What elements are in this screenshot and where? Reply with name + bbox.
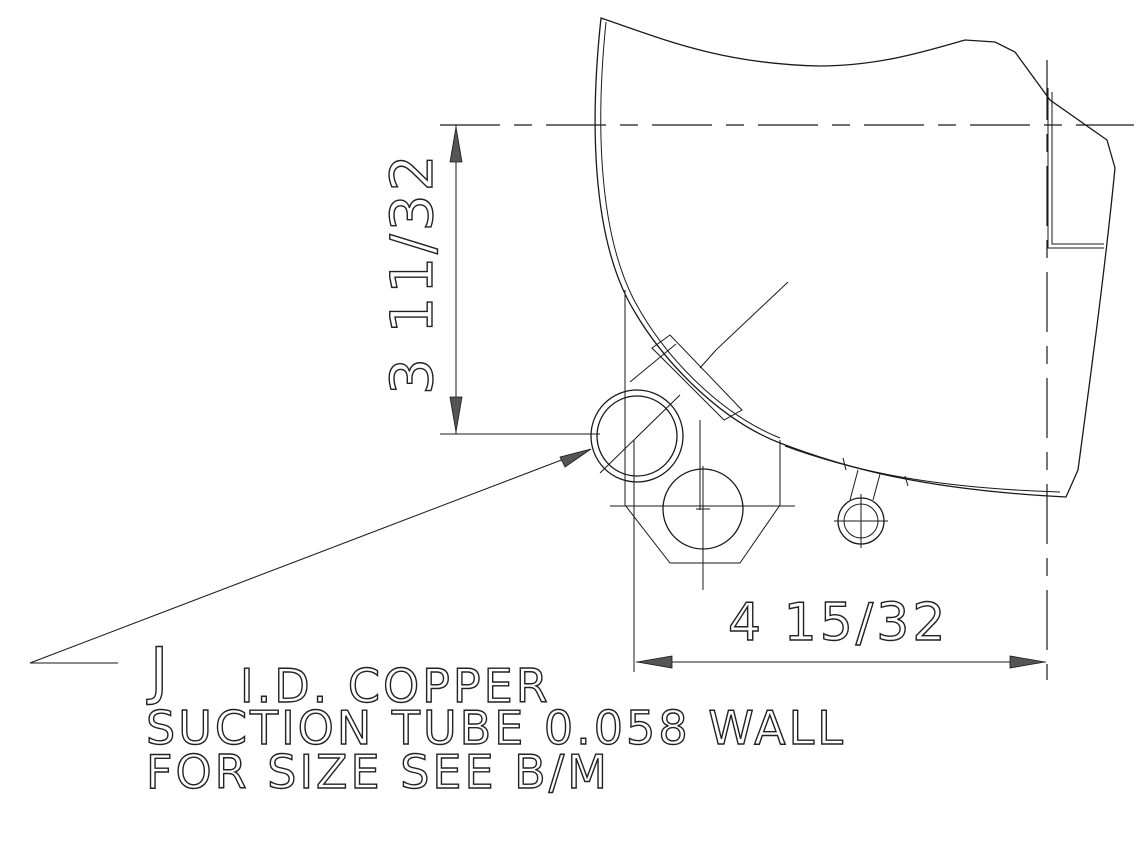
callout-size-letter: J bbox=[146, 634, 171, 707]
dimension-arrow-left bbox=[636, 655, 673, 669]
housing-outline bbox=[594, 17, 1116, 498]
port-circle bbox=[662, 468, 744, 550]
vertical-dimension: 3 11/32 bbox=[377, 125, 600, 435]
small-connector bbox=[834, 469, 888, 548]
dimension-arrow-down bbox=[449, 396, 463, 433]
leader-line bbox=[29, 448, 592, 664]
leader-arrowhead bbox=[559, 448, 592, 468]
horizontal-dimension-label: 4 15/32 bbox=[728, 593, 948, 653]
dimension-arrow-right bbox=[1009, 655, 1046, 669]
callout-line-1: I.D. COPPER bbox=[240, 659, 551, 713]
dimension-arrow-up bbox=[449, 126, 463, 163]
suction-tube-fitting bbox=[610, 281, 795, 590]
callout-line-2: SUCTION TUBE 0.058 WALL bbox=[146, 701, 846, 755]
horizontal-dimension: 4 15/32 bbox=[633, 440, 1046, 672]
suction-tube-section bbox=[590, 389, 684, 483]
vertical-dimension-label: 3 11/32 bbox=[378, 152, 446, 395]
center-lines bbox=[440, 60, 1134, 680]
callout-note: J I.D. COPPER SUCTION TUBE 0.058 WALL FO… bbox=[145, 633, 846, 799]
callout-line-3: FOR SIZE SEE B/M bbox=[146, 745, 610, 799]
